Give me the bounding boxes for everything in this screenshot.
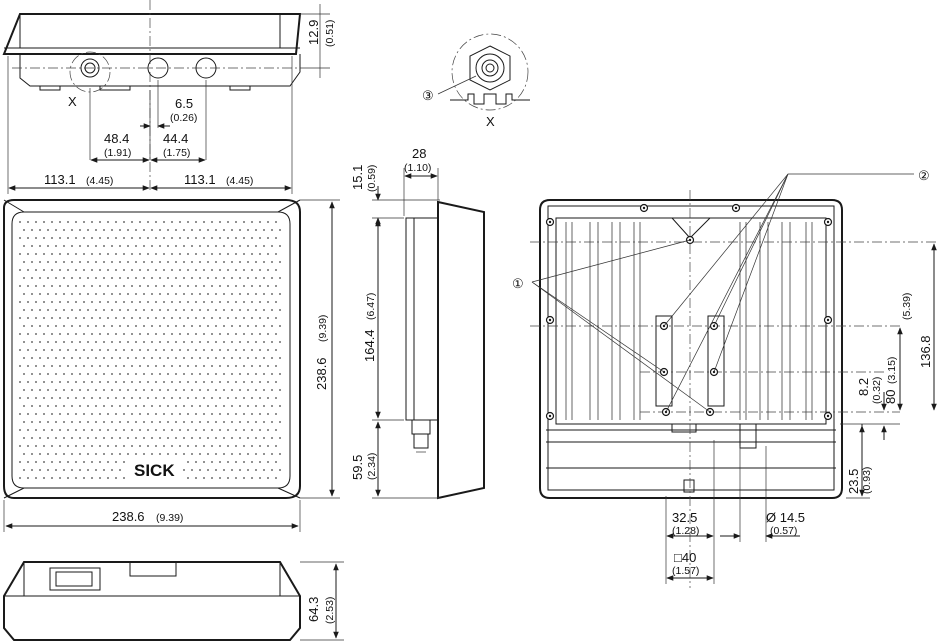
radome-dot-pattern (19, 221, 281, 479)
connector-circle (80, 58, 100, 78)
dim-conn-left-in: (1.91) (104, 147, 131, 159)
detail-x-view (437, 33, 530, 111)
dim-half-right-in: (4.45) (226, 175, 253, 187)
dim-conn-spacing: 6.5 (175, 96, 193, 111)
dim-back-8: 8.2 (856, 378, 871, 396)
dim-half-left-in: (4.45) (86, 175, 113, 187)
callout-3: ③ (422, 88, 434, 103)
dim-conn-spacing-in: (0.26) (170, 112, 197, 124)
brand-logo: SICK (134, 461, 175, 480)
bottom-view (3, 561, 344, 641)
dim-side-bottom: 59.5 (350, 455, 365, 480)
dim-back-136: 136.8 (918, 335, 933, 368)
dim-bottom-height: 64.3 (306, 597, 321, 622)
dim-back-80-in: (3.15) (886, 357, 898, 384)
callout-2: ② (918, 168, 930, 183)
detail-x-label: X (486, 114, 495, 129)
dim-back-sq-in: (1.57) (672, 565, 699, 577)
dim-bottom-height-in: (2.53) (324, 597, 336, 624)
dim-back-dia-in: (0.57) (770, 525, 797, 537)
dim-front-height-in: (9.39) (317, 315, 329, 342)
view-marker-x: X (68, 94, 77, 109)
dim-conn-left: 48.4 (104, 131, 129, 146)
dim-side-depth: 28 (412, 146, 426, 161)
top-view (2, 0, 330, 194)
dim-back-23-in: (0.93) (861, 467, 873, 494)
side-view (372, 168, 485, 500)
dim-conn-right: 44.4 (163, 131, 188, 146)
dim-side-top-in: (0.59) (366, 165, 378, 192)
dim-back-sq: □40 (674, 550, 696, 565)
dim-back-32-in: (1.28) (672, 525, 699, 537)
front-view (3, 199, 340, 532)
dim-front-height: 238.6 (314, 357, 329, 390)
dim-side-mid-in: (6.47) (365, 293, 377, 320)
dim-side-top: 15.1 (350, 165, 365, 190)
dim-top-height-in: (0.51) (324, 20, 336, 47)
dim-back-dia: Ø 14.5 (766, 510, 805, 525)
back-mounting-screws (545, 203, 833, 421)
dim-top-height: 12.9 (306, 20, 321, 45)
dim-back-8-in: (0.32) (871, 377, 883, 404)
dim-half-left: 113.1 (44, 172, 76, 187)
back-dimensions (665, 243, 937, 584)
callout-1: ① (512, 276, 524, 291)
callout-leaders (531, 173, 914, 413)
dim-back-80: 80 (883, 390, 898, 404)
dim-front-width-in: (9.39) (156, 512, 183, 524)
dim-back-32: 32.5 (672, 510, 697, 525)
dim-side-mid: 164.4 (362, 329, 377, 362)
heatsink-fins (565, 222, 813, 420)
dim-side-depth-in: (1.10) (404, 162, 431, 174)
dim-back-136-in: (5.39) (901, 293, 913, 320)
dim-side-bottom-in: (2.34) (366, 453, 378, 480)
dim-conn-right-in: (1.75) (163, 147, 190, 159)
dim-back-23: 23.5 (846, 469, 861, 494)
dim-half-right: 113.1 (184, 172, 216, 187)
dim-front-width: 238.6 (112, 509, 145, 524)
